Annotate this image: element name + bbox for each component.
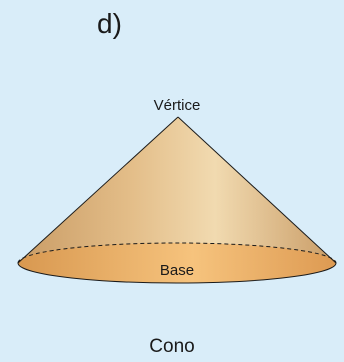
base-label: Base — [160, 262, 194, 279]
base-visible-edge — [17, 262, 337, 284]
base-hidden-edge — [17, 242, 337, 264]
cone-right-edge — [177, 116, 337, 264]
cone-left-edge — [17, 116, 179, 264]
cone-base — [18, 243, 336, 283]
cone-lateral-surface — [18, 117, 336, 263]
exercise-item-label: d) — [97, 8, 122, 39]
vertex-label: Vértice — [154, 97, 201, 114]
shape-name-caption: Cono — [149, 336, 195, 357]
